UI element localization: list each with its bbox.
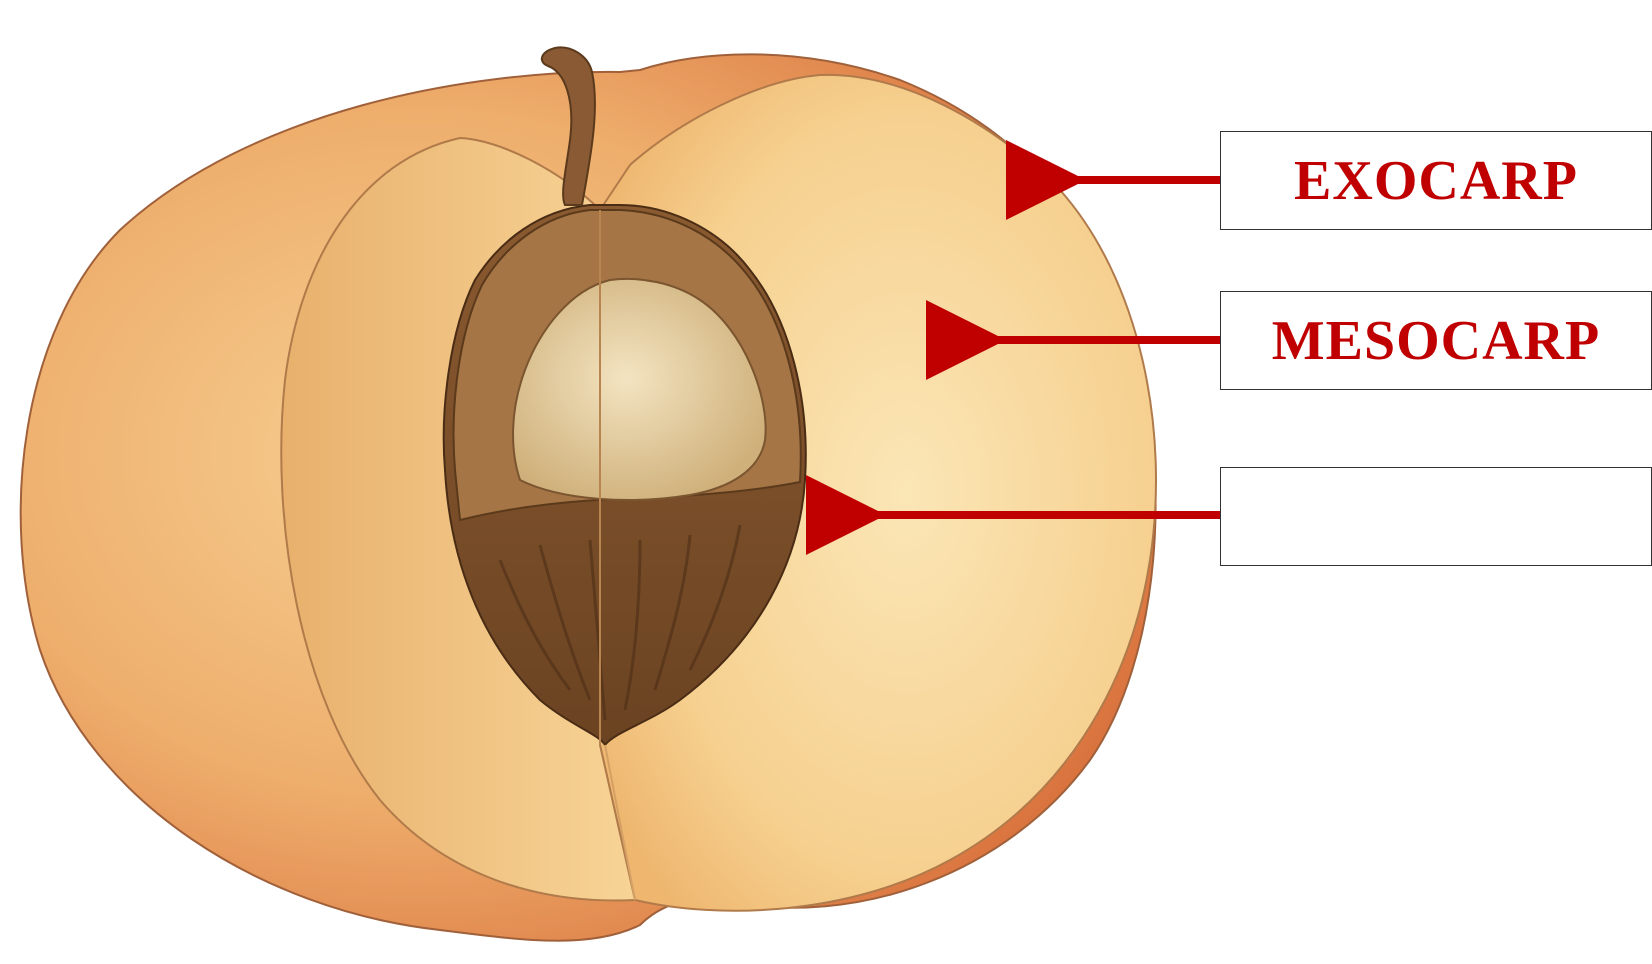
label-mesocarp: MESOCARP (1220, 291, 1652, 390)
label-mesocarp-text: MESOCARP (1272, 309, 1600, 373)
label-endocarp-blank[interactable] (1220, 467, 1652, 566)
label-exocarp-text: EXOCARP (1294, 149, 1578, 213)
label-exocarp: EXOCARP (1220, 131, 1652, 230)
